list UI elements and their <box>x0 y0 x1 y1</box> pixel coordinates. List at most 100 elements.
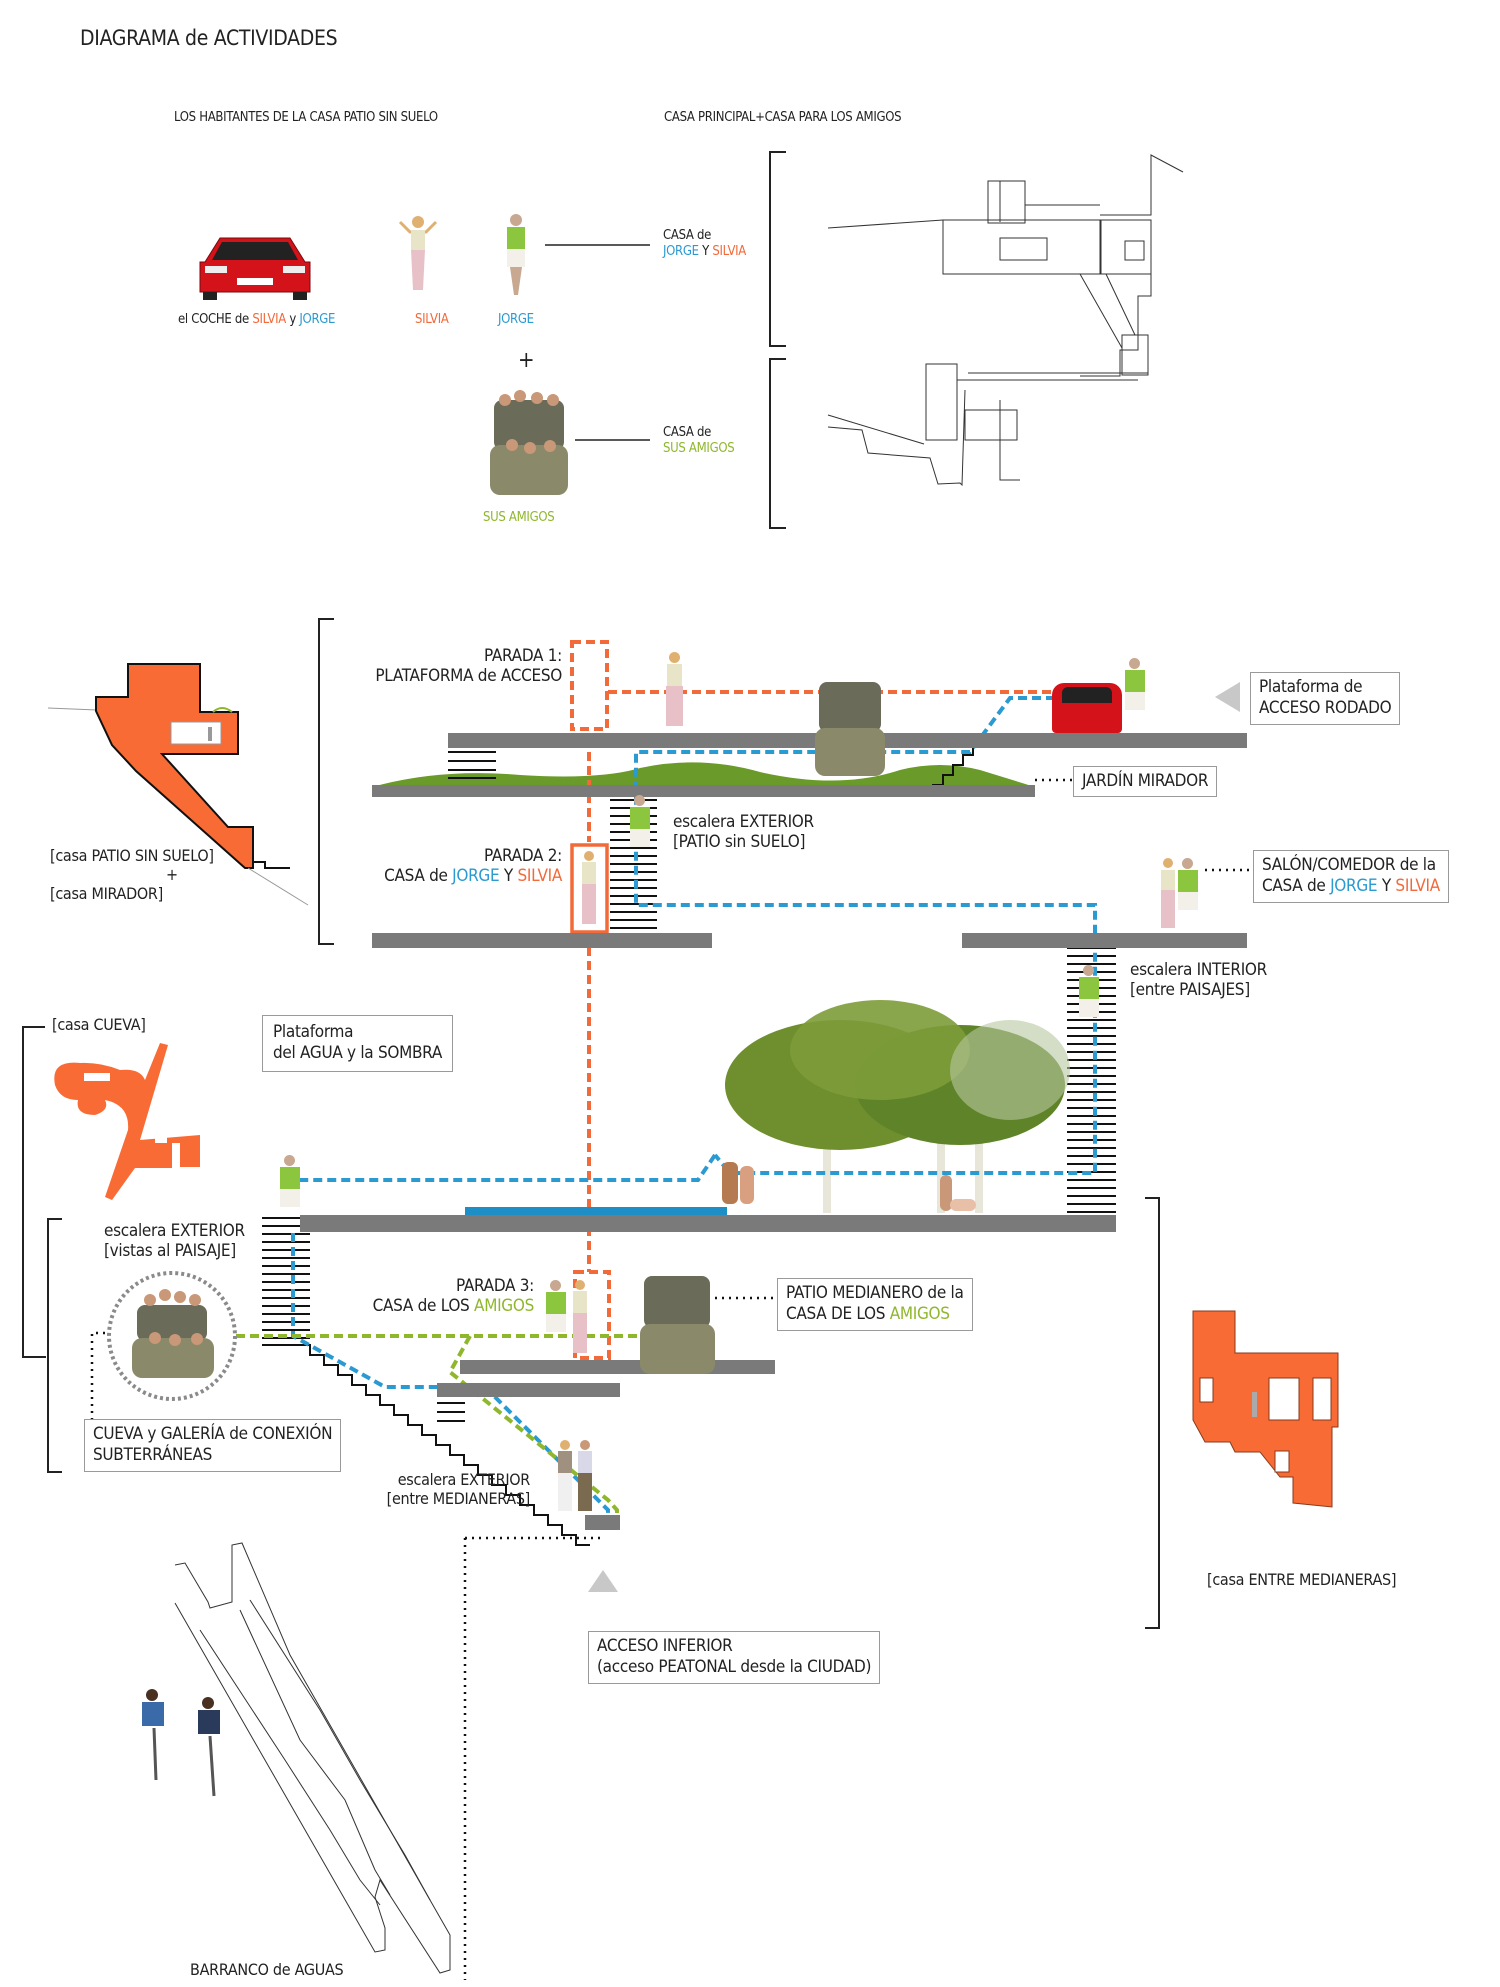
parada-3-prefix: CASA de LOS <box>372 1296 475 1317</box>
jorge-on-stairs-icon <box>628 795 652 871</box>
parada-3-label: PARADA 3: CASA de LOS AMIGOS <box>322 1276 535 1317</box>
escalera-paisaje-line1: escalera EXTERIOR <box>104 1221 245 1241</box>
car-label-y: y <box>285 312 300 327</box>
bracket-casa-jorge <box>769 151 786 347</box>
escalera-medianeras-line2: [entre MEDIANERAS] <box>386 1489 531 1509</box>
parada-2-title: PARADA 2: <box>484 846 562 866</box>
car-label: el COCHE de SILVIA y JORGE <box>178 312 335 328</box>
medianeras-label: [casa ENTRE MEDIANERAS] <box>1207 1570 1397 1589</box>
patio-line1: [casa PATIO SIN SUELO] <box>50 846 214 865</box>
parada-2-marker <box>570 843 609 934</box>
patio-line2: [casa MIRADOR] <box>50 884 163 904</box>
stairs-icon <box>262 1344 590 1546</box>
acceso-rodado-line1: Plataforma de <box>1259 677 1363 697</box>
patio-plus: + <box>165 865 178 885</box>
friends-label: SUS AMIGOS <box>483 510 555 525</box>
parada-1-subtitle: PLATAFORMA de ACCESO <box>375 666 562 687</box>
salon-prefix: CASA de <box>1262 876 1331 897</box>
bracket-medianeras <box>1145 1197 1160 1629</box>
casa-patio-sin-suelo-icon <box>47 663 309 906</box>
silvia-in-house-icon <box>578 851 600 929</box>
agua-sombra-line2: del AGUA y la SOMBRA <box>273 1043 442 1064</box>
barranco-label: BARRANCO de AGUAS <box>190 1960 344 1979</box>
car-label-silvia: SILVIA <box>252 312 286 327</box>
salon-line1: SALÓN/COMEDOR de la <box>1262 855 1436 875</box>
casa-jorge-line1: CASA de <box>663 228 712 243</box>
arrow-up-icon <box>588 1570 618 1592</box>
arrow-left-icon <box>1215 682 1240 712</box>
escalera-paisaje-line2: [vistas al PAISAJE] <box>104 1241 236 1262</box>
silvia-label: SILVIA <box>415 312 449 327</box>
runners-icon <box>556 1440 600 1515</box>
tree-icon <box>725 1000 1070 1213</box>
stair-bars-icon <box>262 1217 310 1339</box>
casa-amigos-line1: CASA de <box>663 425 712 440</box>
platform-casa-jorge-silvia <box>372 933 712 948</box>
page-title: DIAGRAMA de ACTIVIDADES <box>80 26 338 50</box>
acceso-rodado-line2: ACCESO RODADO <box>1259 698 1392 719</box>
parada-2-label: PARADA 2: CASA de JORGE Y SILVIA <box>352 846 562 887</box>
escalera-medianeras-label: escalera EXTERIOR [entre MEDIANERAS] <box>370 1470 531 1509</box>
salon-y: Y <box>1377 876 1396 897</box>
patio-medianero-prefix: CASA DE LOS <box>786 1304 890 1325</box>
cueva-galeria-box: CUEVA y GALERÍA de CONEXIÓN SUBTERRÁNEAS <box>84 1419 342 1472</box>
route-amigos <box>236 1334 640 1525</box>
casas-heading: CASA PRINCIPAL+CASA PARA LOS AMIGOS <box>664 110 902 125</box>
cueva-galeria-line2: SUBTERRÁNEAS <box>93 1445 213 1466</box>
car-label-jorge: JORGE <box>299 312 336 327</box>
plus-sign: + <box>518 348 535 373</box>
casa-jorge-name: JORGE <box>663 243 699 259</box>
cyclists-icon <box>142 1689 220 1797</box>
jorge-silvia-amigos-icon <box>545 1280 597 1360</box>
car-label-prefix: el COCHE de <box>178 312 253 327</box>
acceso-inferior-line2: (acceso PEATONAL desde la CIUDAD) <box>597 1657 872 1678</box>
patio-medianero-line1: PATIO MEDIANERO de la <box>786 1283 964 1303</box>
patio-mirador-label: [casa PATIO SIN SUELO] + [casa MIRADOR] <box>50 846 214 904</box>
agua-sombra-box: Plataforma del AGUA y la SOMBRA <box>262 1015 453 1072</box>
route-silvia <box>570 640 1055 1360</box>
casa-cueva-plan-icon <box>54 1043 201 1200</box>
patio-medianero-box: PATIO MEDIANERO de la CASA DE LOS AMIGOS <box>777 1278 973 1331</box>
casa-silvia-name: SILVIA <box>712 243 747 259</box>
parada-2-jorge: JORGE <box>452 866 500 887</box>
platform-acceso-inferior <box>585 1515 620 1530</box>
parada-2-y: Y <box>499 866 518 887</box>
parada-2-prefix: CASA de <box>384 866 453 887</box>
escalera-patio-label: escalera EXTERIOR [PATIO sin SUELO] <box>673 812 814 853</box>
parada-1-marker <box>570 640 609 731</box>
jorge-figure-icon <box>507 214 525 295</box>
casa-amigos-name: SUS AMIGOS <box>663 440 735 456</box>
friends-group-icon <box>815 676 885 784</box>
silvia-walking-icon <box>660 652 690 732</box>
bracket-main-house <box>318 618 334 945</box>
cueva-label: [casa CUEVA] <box>52 1015 146 1034</box>
escalera-interior-line1: escalera INTERIOR <box>1130 960 1267 980</box>
jorge-label: JORGE <box>498 312 534 327</box>
silvia-figure-icon <box>398 216 438 290</box>
casa-amigos-label: CASA de SUS AMIGOS <box>663 425 735 456</box>
escalera-patio-line1: escalera EXTERIOR <box>673 812 814 832</box>
red-car-icon <box>199 237 311 300</box>
jorge-top-stairs-icon <box>278 1155 302 1231</box>
jardin-mirador-box: JARDÍN MIRADOR <box>1073 766 1218 798</box>
patio-medianero-amigos: AMIGOS <box>889 1304 950 1325</box>
bracket-cueva <box>22 1026 46 1358</box>
bracket-galeria <box>47 1218 62 1473</box>
jorge-standing-icon <box>1123 658 1147 734</box>
acceso-inferior-box: ACCESO INFERIOR (acceso PEATONAL desde l… <box>588 1631 881 1684</box>
salon-box: SALÓN/COMEDOR de la CASA de JORGE Y SILV… <box>1253 850 1449 903</box>
friends-group-icon <box>640 1270 715 1382</box>
platform-amigos <box>460 1360 775 1374</box>
sitting-people-icon <box>720 1162 760 1212</box>
platform-amigos-lower <box>437 1383 620 1397</box>
platform-agua-sombra <box>300 1215 1116 1232</box>
friends-group-icon <box>490 390 568 495</box>
platform-jardin <box>372 785 1035 797</box>
water-pool <box>465 1207 727 1215</box>
parada-1-title: PARADA 1: <box>484 646 562 666</box>
route-jorge <box>291 696 1097 1525</box>
red-car-icon <box>1052 683 1122 733</box>
escalera-paisaje-label: escalera EXTERIOR [vistas al PAISAJE] <box>104 1221 245 1262</box>
parada-2-silvia: SILVIA <box>517 866 563 887</box>
